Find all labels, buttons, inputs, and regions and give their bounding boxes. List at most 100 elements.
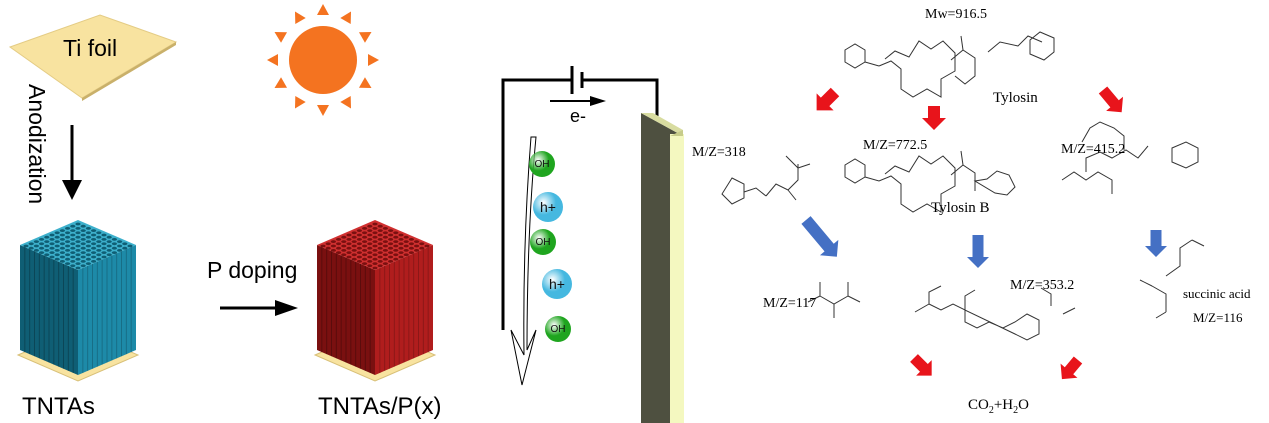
nanotube (85, 257, 91, 261)
nanotube (403, 249, 409, 252)
nanotube (377, 246, 383, 250)
nanotube (403, 253, 409, 257)
nanotube (39, 242, 45, 246)
nanotube (96, 244, 102, 248)
nanotube (367, 229, 373, 233)
nanotube (393, 257, 399, 261)
nanotube (49, 255, 55, 259)
product-mz-116: M/Z=116 (1193, 310, 1243, 325)
nanotube (398, 233, 404, 237)
nanotube (388, 242, 394, 246)
nanotube (398, 255, 404, 259)
nanotube (341, 235, 347, 239)
nanotube (362, 240, 368, 244)
nanotube (59, 233, 65, 237)
species-hole: h+ (542, 269, 572, 299)
nanotube (398, 246, 404, 250)
nanotube (367, 246, 373, 250)
nanotube (54, 244, 60, 248)
sun-ray (317, 105, 329, 116)
nanotube (106, 249, 112, 252)
nanotube (85, 235, 91, 239)
nanotube (80, 242, 86, 246)
nanotube (65, 231, 71, 235)
nanotube (367, 233, 373, 237)
nanotube (122, 246, 128, 250)
tntas-label: TNTAs (22, 393, 95, 420)
nanotube (414, 244, 420, 248)
nanotube (80, 264, 86, 268)
nanotube (39, 246, 45, 250)
red-arrow (922, 106, 946, 130)
nanotube (59, 229, 65, 233)
nanotube (44, 253, 50, 257)
nanotube (80, 255, 86, 259)
nanotube (362, 227, 368, 230)
molecule-structure (1139, 239, 1205, 319)
sun-ray (368, 54, 379, 66)
nanotube (44, 235, 50, 239)
nanotube (33, 240, 40, 244)
nanotube (75, 257, 81, 261)
nanotube (91, 229, 97, 233)
nanotube (106, 253, 112, 257)
molecule-structure (807, 282, 861, 318)
nanotube (96, 240, 102, 244)
nanotube (75, 222, 81, 226)
nanotube (336, 238, 342, 241)
nanotube (111, 246, 117, 250)
nanotube (75, 249, 81, 252)
nanotube (80, 238, 86, 241)
nanotube (101, 238, 107, 241)
nanotube (351, 249, 357, 252)
nanotube (356, 238, 362, 241)
nanotube (65, 253, 71, 257)
nanotube (341, 249, 347, 252)
nanotube (75, 231, 81, 235)
nanotube (106, 244, 112, 248)
species-label: OH (535, 236, 551, 248)
nanotube (49, 251, 55, 255)
nanotube (33, 244, 40, 248)
sun-ray (274, 77, 288, 88)
nanotube (377, 251, 383, 255)
nanotube (367, 251, 373, 255)
nanotube (111, 242, 117, 246)
tntas-p-label: TNTAs/P(x) (318, 393, 442, 420)
nanotube (54, 257, 60, 261)
sun-ray (340, 11, 351, 25)
nanotube (356, 229, 362, 233)
nanotube (351, 231, 357, 235)
nanotube (325, 246, 331, 250)
sun-ray (358, 77, 372, 88)
nanotube (362, 253, 368, 257)
nanotube (65, 257, 71, 261)
nanotube (80, 251, 86, 255)
nanotube (49, 242, 55, 246)
nanotube (49, 233, 55, 237)
red-arrow (816, 87, 840, 111)
nanotube (75, 227, 81, 230)
nanotube (65, 244, 71, 248)
nanotube (106, 240, 112, 244)
nanotube (377, 242, 383, 246)
nanotube (28, 242, 34, 246)
nanotube (351, 244, 357, 248)
nanotube (362, 231, 368, 235)
nanotube (408, 246, 414, 250)
nanotube (85, 262, 91, 265)
nanotube (393, 235, 399, 239)
electron-label: e- (570, 106, 587, 126)
species-hydroxyl: OH (529, 151, 555, 177)
final-products: CO2+H2O (968, 397, 1029, 416)
species-hole: h+ (533, 192, 563, 222)
nanotube (330, 249, 336, 252)
flow-arrow (510, 136, 537, 386)
nanotube (70, 224, 76, 228)
nanotube (65, 227, 71, 230)
nanotube (75, 235, 81, 239)
